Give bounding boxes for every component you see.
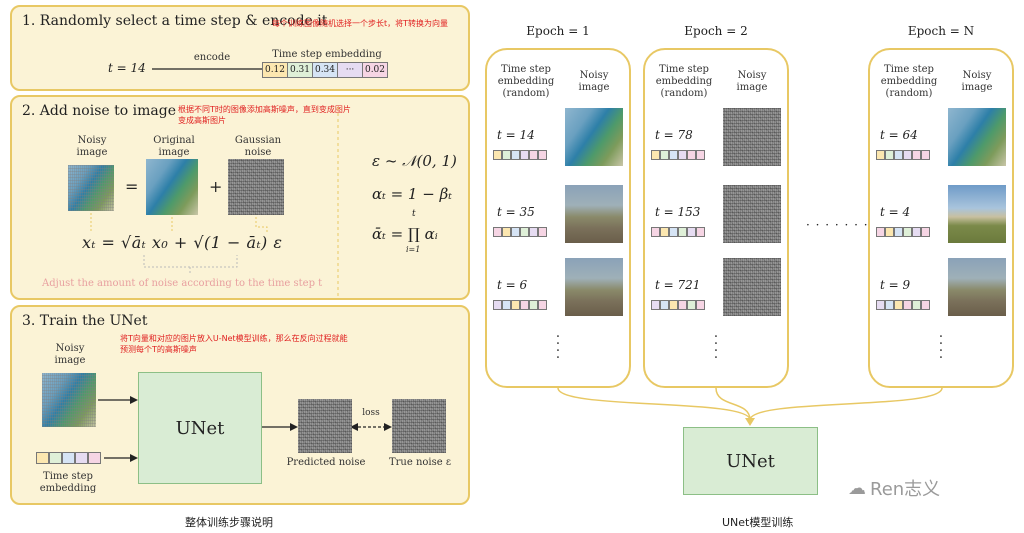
predicted-noise-label: Predicted noise: [286, 457, 366, 468]
watermark-text: Ren志义: [870, 479, 941, 500]
noisy-image: [948, 108, 1006, 166]
left-caption: 整体训练步骤说明: [185, 516, 273, 529]
gaussian-noise-image: [228, 159, 284, 215]
train-unet-box: UNet: [138, 372, 262, 484]
time-step-label: t = 14: [497, 128, 535, 142]
time-step-vector: [493, 300, 547, 310]
eq-alpha-bar: ᾱₜ = ∏ αᵢ: [372, 225, 438, 243]
time-step-label: t = 64: [880, 128, 918, 142]
embedding-cell: 0.02: [363, 62, 388, 78]
encode-label: encode: [193, 52, 231, 63]
time-step-label: t = 9: [880, 278, 911, 292]
encode-arrow: [152, 65, 274, 73]
step2-note-1: 根据不同T时的图像添加高斯噪声，直到变成图片: [178, 105, 351, 114]
time-step-vector: [493, 227, 547, 237]
embedding-header: Time step embedding (random): [655, 64, 713, 99]
time-step-label: t = 4: [880, 205, 911, 219]
embedding-cell: ···: [338, 62, 363, 78]
eq-prod-bottom: i=1: [406, 245, 421, 254]
equals-sign: =: [125, 177, 139, 196]
time-step-label: t = 6: [497, 278, 528, 292]
step1-panel: 1. Randomly select a time step & encode …: [10, 5, 470, 91]
original-image-label: Original image: [153, 135, 195, 158]
dotted-connectors: [90, 107, 339, 297]
epoch-ellipsis: · · · · · · ·: [806, 218, 869, 232]
step3-note-2: 预测每个T的高斯噪声: [120, 345, 197, 354]
embedding-label: Time step embedding: [272, 49, 382, 60]
time-step-vector: [651, 150, 705, 160]
epoch-to-unet-lines: [557, 387, 943, 426]
step2-title: 2. Add noise to image: [22, 103, 176, 119]
train-unet-label: UNet: [175, 417, 225, 439]
time-step-vector: [493, 150, 547, 160]
time-step-label: t = 153: [655, 205, 701, 219]
time-step-label: t = 78: [655, 128, 693, 142]
wechat-icon: ☁: [848, 477, 866, 499]
eq-prod-top: t: [412, 209, 416, 219]
noisy-image: [723, 185, 781, 243]
unet-box: UNet: [683, 427, 818, 495]
predicted-noise-image: [298, 399, 352, 453]
step2-note-2: 变成高斯图片: [178, 116, 226, 125]
time-step-vector: [876, 150, 930, 160]
train-embedding-label: Time step embedding: [39, 471, 97, 494]
noisy-image: [565, 108, 623, 166]
noisy-image: [565, 258, 623, 316]
step3-panel: 3. Train the UNet 将T向量和对应的图片放入U-Net模型训练，…: [10, 305, 470, 505]
epoch-panel: [485, 48, 631, 388]
embedding-header: Time step embedding (random): [880, 64, 938, 99]
noisy-image-header: Noisy image: [736, 70, 768, 93]
epoch-title: Epoch = 2: [684, 24, 748, 38]
original-image: [146, 159, 198, 215]
noisy-image: [948, 258, 1006, 316]
noisy-image-header: Noisy image: [578, 70, 610, 93]
train-noisy-label: Noisy image: [54, 343, 86, 366]
noisy-image: [723, 108, 781, 166]
noisy-image-label: Noisy image: [76, 135, 108, 158]
unet-label: UNet: [726, 450, 775, 472]
vertical-ellipsis: ····: [555, 329, 561, 366]
step2-panel: 2. Add noise to image 根据不同T时的图像添加高斯噪声，直到…: [10, 95, 470, 300]
embedding-cell: 0.34: [313, 62, 338, 78]
noisy-image: [565, 185, 623, 243]
right-caption: UNet模型训练: [722, 516, 794, 529]
step1-note: 每个训练图像随机选择一个步长t，将T转换为向量: [272, 19, 449, 28]
epoch-title: Epoch = N: [907, 24, 975, 38]
eq-alpha: αₜ = 1 − βₜ: [372, 185, 452, 203]
time-step-vector: [876, 300, 930, 310]
embedding-cell: 0.12: [262, 62, 288, 78]
time-step-label: t = 35: [497, 205, 535, 219]
gaussian-noise-label: Gaussian noise: [234, 135, 282, 158]
epoch-title: Epoch = 1: [526, 24, 590, 38]
eq-gaussian: ε ~ 𝒩(0, 1): [372, 152, 457, 170]
noisy-image: [68, 165, 114, 211]
step3-title: 3. Train the UNet: [22, 313, 148, 329]
noise-formula: xₜ = √āₜ x₀ + √(1 − āₜ) ε: [82, 233, 283, 252]
train-noisy-image: [42, 373, 96, 427]
time-step-label: t = 721: [655, 278, 701, 292]
time-step-vector: [651, 300, 705, 310]
train-arrows: [98, 396, 392, 462]
noisy-image: [723, 258, 781, 316]
embedding-header: Time step embedding (random): [497, 64, 555, 99]
time-step-vector: [651, 227, 705, 237]
time-step-vector: [876, 227, 930, 237]
plus-sign: +: [209, 177, 223, 196]
noisy-image: [948, 185, 1006, 243]
adjust-noise-text: Adjust the amount of noise according to …: [42, 278, 323, 289]
step1-title: 1. Randomly select a time step & encode …: [22, 13, 328, 29]
train-embedding-vector: [36, 452, 101, 464]
true-noise-image: [392, 399, 446, 453]
noisy-image-header: Noisy image: [961, 70, 993, 93]
vertical-ellipsis: ····: [713, 329, 719, 366]
watermark: ☁ Ren志义: [848, 475, 940, 501]
loss-label: loss: [362, 408, 380, 418]
vertical-ellipsis: ····: [938, 329, 944, 366]
step3-note-1: 将T向量和对应的图片放入U-Net模型训练，那么在反向过程就能: [120, 334, 348, 343]
embedding-cell: 0.31: [288, 62, 313, 78]
true-noise-label: True noise ε: [388, 457, 452, 468]
t-label: t = 14: [108, 61, 146, 75]
embedding-vector: 0.12 0.31 0.34 ··· 0.02: [262, 62, 388, 78]
